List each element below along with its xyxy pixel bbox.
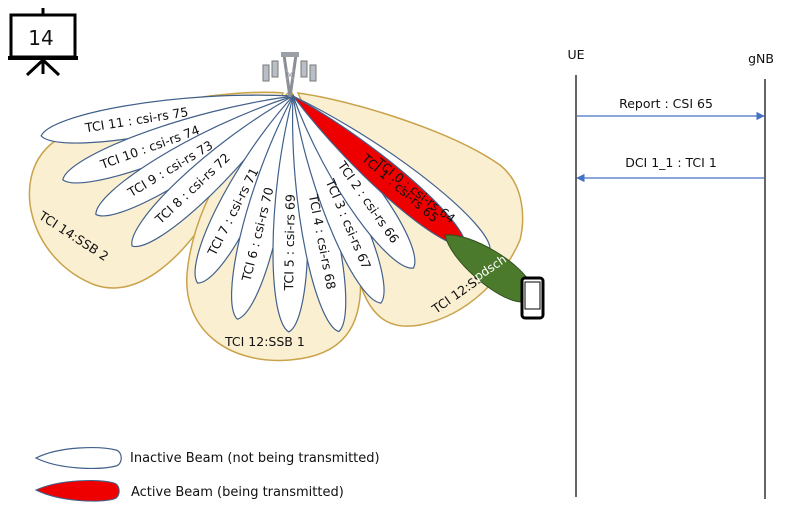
gnb-label: gNB	[748, 51, 774, 66]
ue-label: UE	[567, 47, 584, 62]
legend-inactive-label: Inactive Beam (not being transmitted)	[130, 451, 380, 466]
legend-inactive-swatch	[34, 447, 122, 469]
phone-icon	[520, 276, 545, 320]
legend-active-swatch	[34, 480, 120, 502]
pdsch-layer: pdsch	[444, 234, 533, 303]
cell-tower-icon	[262, 52, 317, 98]
csi-beam-3	[131, 95, 294, 248]
message-dci-label: DCI 1_1 : TCI 1	[625, 155, 717, 170]
legend: Inactive Beam (not being transmitted) Ac…	[34, 447, 380, 502]
slide-number: 14	[28, 26, 53, 50]
message-report-label: Report : CSI 65	[619, 96, 713, 111]
csi-beam-label-6: TCI 5 : csi-rs 69	[281, 194, 298, 292]
legend-active-label: Active Beam (being transmitted)	[131, 485, 344, 500]
slide-number-icon: 14	[8, 8, 78, 77]
pdsch-beam: pdsch	[444, 234, 533, 303]
sequence-diagram: UE gNB Report : CSI 65 DCI 1_1 : TCI 1	[567, 47, 774, 499]
inactive-beam	[131, 95, 294, 248]
ssb-label-1: TCI 12:SSB 1	[224, 334, 305, 349]
